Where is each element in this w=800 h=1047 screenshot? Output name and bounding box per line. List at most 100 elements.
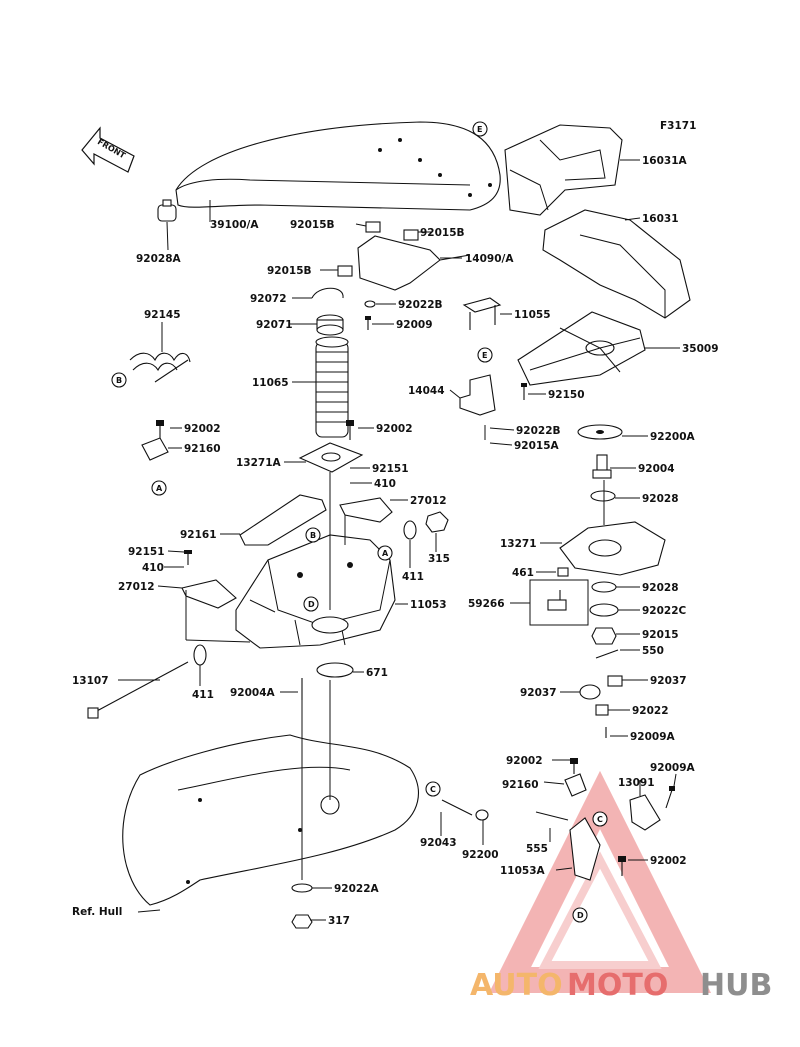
bolt-part xyxy=(346,420,354,440)
part-label: 92009A xyxy=(630,731,676,743)
callout-B-bracket: B xyxy=(305,527,321,543)
bolt-part xyxy=(365,316,371,330)
part-label: 11065 xyxy=(252,377,289,389)
svg-text:HUB: HUB xyxy=(700,968,772,1003)
callout-A-bracket: A xyxy=(377,545,393,561)
part-label: 11053A xyxy=(500,865,546,877)
bracket-part xyxy=(595,704,609,716)
washer-part xyxy=(403,520,417,540)
base-flange-part xyxy=(298,442,364,473)
svg-text:AUTO: AUTO xyxy=(470,968,563,1003)
part-label: 92200A xyxy=(650,431,696,443)
part-label: 92022C xyxy=(642,605,687,617)
pad-92161-part xyxy=(239,494,327,546)
mount-plate-35009-part xyxy=(517,311,646,386)
bolt-part xyxy=(156,420,164,438)
part-label: 92004A xyxy=(230,687,276,699)
part-label: 92002 xyxy=(506,755,543,767)
part-label: 92037 xyxy=(520,687,557,699)
cover-plate-part xyxy=(357,235,471,291)
leader-lines xyxy=(118,159,680,921)
bracket-11055-part xyxy=(462,297,502,330)
pad-16031-part xyxy=(542,209,691,319)
bolt-part xyxy=(618,856,626,876)
callout-C-left: C xyxy=(425,781,441,797)
watermark-text: AUTO MOTO HUB xyxy=(470,968,772,1003)
part-label: 16031 xyxy=(642,213,679,225)
lever-part xyxy=(569,817,601,881)
part-label: 92022 xyxy=(632,705,669,717)
stud-part xyxy=(592,454,612,479)
clip-part xyxy=(365,221,381,233)
washer-part xyxy=(475,809,489,821)
svg-text:C: C xyxy=(597,815,603,824)
washer-part xyxy=(589,603,619,617)
part-label: 92015B xyxy=(420,227,465,239)
engine-cover-part xyxy=(175,121,501,211)
small-part-461 xyxy=(557,567,569,577)
part-label: 27012 xyxy=(118,581,155,593)
part-label: 671 xyxy=(366,667,388,679)
callout-B-left: B xyxy=(111,372,127,388)
nut-part xyxy=(425,511,449,533)
bolt-part xyxy=(665,786,675,809)
diagram-code: F3171 xyxy=(660,120,696,132)
svg-text:B: B xyxy=(310,531,316,540)
part-label: Ref. Hull xyxy=(72,906,122,918)
part-label: 411 xyxy=(192,689,214,701)
part-label: 92002 xyxy=(650,855,687,867)
cap-part xyxy=(316,314,344,336)
clip-part xyxy=(403,229,419,241)
pin-part xyxy=(595,649,619,659)
part-label: 13091 xyxy=(618,777,655,789)
callout-D-bracket: D xyxy=(303,596,319,612)
part-label: 92009A xyxy=(650,762,696,774)
part-label: 92022A xyxy=(334,883,380,895)
hook-27012-part xyxy=(339,497,393,523)
part-label: 16031A xyxy=(642,155,688,167)
pivot-part xyxy=(607,675,623,687)
washer-part xyxy=(364,300,376,308)
svg-text:E: E xyxy=(482,351,487,360)
nut-part xyxy=(291,914,313,929)
part-label: 13107 xyxy=(72,675,109,687)
grommet-part xyxy=(157,199,177,222)
o-ring-part xyxy=(316,662,354,678)
part-label: 92028A xyxy=(136,253,182,265)
pin-part xyxy=(535,811,569,821)
part-label: 92015B xyxy=(267,265,312,277)
svg-text:A: A xyxy=(156,484,163,493)
washer-part xyxy=(590,490,616,502)
callout-E-top: E xyxy=(472,121,488,137)
spring-part xyxy=(129,352,191,383)
hook-27012-part xyxy=(181,579,237,609)
part-label: 35009 xyxy=(682,343,719,355)
front-arrow-icon: FRONT xyxy=(81,126,135,173)
bolt-part xyxy=(521,383,527,400)
washer-part xyxy=(291,883,313,893)
bolt-part xyxy=(184,550,192,565)
part-label: 92015B xyxy=(290,219,335,231)
part-label: 92200 xyxy=(462,849,499,861)
svg-text:MOTO: MOTO xyxy=(567,968,668,1003)
svg-text:E: E xyxy=(477,125,482,134)
svg-text:C: C xyxy=(430,785,436,794)
part-label: 92022B xyxy=(516,425,561,437)
part-label: 92028 xyxy=(642,582,679,594)
part-label: 92151 xyxy=(128,546,165,558)
callout-E-mid: E xyxy=(477,347,493,363)
mount-plate-13271-part xyxy=(559,521,666,576)
part-label: 14044 xyxy=(408,385,445,397)
long-bolt-part xyxy=(87,661,189,719)
part-label: 13271 xyxy=(500,538,537,550)
stopper-part xyxy=(141,437,169,461)
hull-reference-part xyxy=(122,734,419,906)
part-label: 92037 xyxy=(650,675,687,687)
washer-part xyxy=(193,644,207,666)
stopper-part xyxy=(564,773,587,797)
pad-16031a-part xyxy=(504,124,623,216)
watermark-logo xyxy=(488,770,712,993)
pivot-part xyxy=(579,684,601,700)
nipple-part xyxy=(547,590,567,611)
part-label: 461 xyxy=(512,567,534,579)
